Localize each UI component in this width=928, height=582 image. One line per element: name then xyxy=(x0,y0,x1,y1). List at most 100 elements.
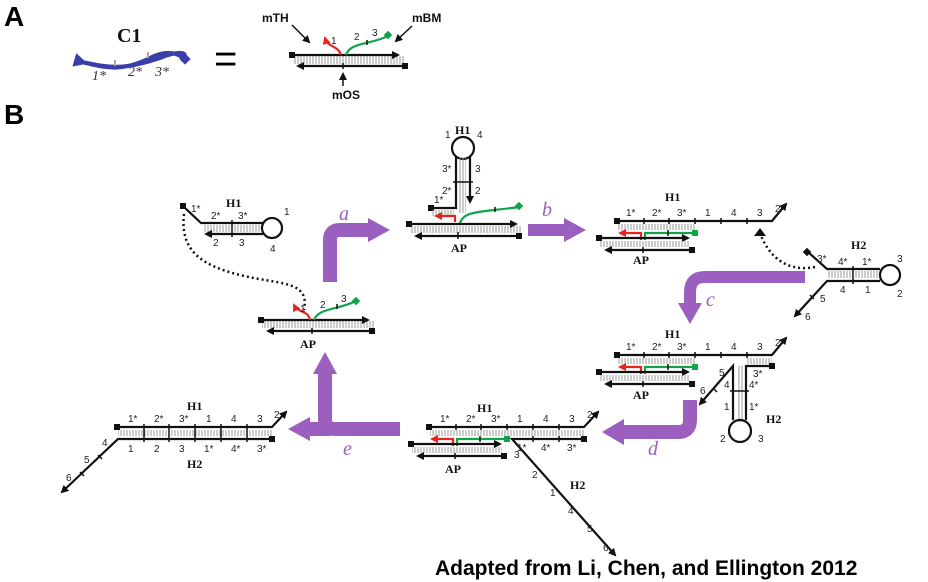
mth-label: mTH xyxy=(262,11,289,25)
seg-label: 1 xyxy=(724,402,730,413)
seg-label: 2* xyxy=(652,208,662,219)
ap-name-full: AP xyxy=(445,462,461,476)
step-a-arrow: a xyxy=(323,203,390,282)
h1-binding-dotted-arrow xyxy=(182,213,307,311)
c1-seg-1: 1* xyxy=(92,69,106,84)
seg-label: 1 xyxy=(284,207,290,218)
seg-label: 6 xyxy=(805,312,811,323)
seg-label: 3 xyxy=(757,208,763,219)
seg-label: 2 xyxy=(475,186,481,197)
step-d-arrow: d xyxy=(602,400,697,460)
h1-name-partial: H1 xyxy=(665,327,680,341)
credit-caption: Adapted from Li, Chen, and Ellington 201… xyxy=(435,557,857,580)
panel-a-label: A xyxy=(4,1,24,32)
mbm-label: mBM xyxy=(412,11,441,25)
seg-label: 1 xyxy=(517,414,523,425)
seg-label: 3* xyxy=(677,208,687,219)
seg-label: 2* xyxy=(442,186,452,197)
seg-label: 1* xyxy=(626,208,636,219)
seg-label: 4 xyxy=(477,130,483,141)
h1-name-full: H1 xyxy=(477,401,492,415)
seg-label: 2 xyxy=(897,289,903,300)
c1-end-block xyxy=(179,53,191,65)
seg-label: 5 xyxy=(820,294,826,305)
h2-name-partial: H2 xyxy=(766,412,781,426)
seg-label: 1 xyxy=(445,130,451,141)
seg-label: 1 xyxy=(550,488,556,499)
seg-label: 5 xyxy=(587,524,593,535)
h2-name-duplex: H2 xyxy=(187,457,202,471)
h2-binding-dotted-arrow xyxy=(758,232,816,270)
step-e-label: e xyxy=(343,438,352,460)
ap-name-top: AP xyxy=(451,241,467,255)
seg-label: 3 xyxy=(757,342,763,353)
seg-label: 4 xyxy=(568,506,574,517)
seg-label: 1* xyxy=(191,204,201,215)
h1-h2-partial: H1 1* 2* 3* 1 4 3 2 AP 3* xyxy=(596,327,788,445)
seg-label: 4 xyxy=(231,414,237,425)
c1-label: C1 xyxy=(117,25,141,47)
seg-label: 3 xyxy=(341,294,347,305)
seg-label: 4 xyxy=(102,438,108,449)
mos-label: mOS xyxy=(332,88,360,102)
h1-hairpin: H1 1* 2* 3* 2 3 1 4 xyxy=(180,196,290,255)
mbm-seg-2: 2 xyxy=(354,32,360,43)
seg-label: 4* xyxy=(749,380,759,391)
seg-label: 1 xyxy=(865,285,871,296)
seg-label: 1 xyxy=(705,342,711,353)
seg-label: 3 xyxy=(475,164,481,175)
seg-label: 3 xyxy=(569,414,575,425)
seg-label: 1* xyxy=(128,414,138,425)
h1-open-ap: H1 1* 2* 3* 1 4 3 2 AP xyxy=(596,190,788,267)
seg-label: 3 xyxy=(758,434,764,445)
seg-label: 1 xyxy=(206,414,212,425)
seg-label: 1 xyxy=(300,304,306,315)
ap-name-open: AP xyxy=(633,253,649,267)
seg-label: 3 xyxy=(514,450,520,461)
seg-label: 1* xyxy=(204,444,214,455)
seg-label: 1* xyxy=(862,257,872,268)
step-e-arrow: e xyxy=(288,352,400,460)
seg-label: 2 xyxy=(720,434,726,445)
seg-label: 3* xyxy=(179,414,189,425)
seg-label: 3* xyxy=(677,342,687,353)
seg-label: 4* xyxy=(231,444,241,455)
h1-name-open: H1 xyxy=(665,190,680,204)
seg-label: 5 xyxy=(719,368,725,379)
seg-label: 2* xyxy=(466,414,476,425)
seg-label: 3 xyxy=(239,238,245,249)
step-a-label: a xyxy=(339,203,349,225)
h1-name-duplex: H1 xyxy=(187,399,202,413)
seg-label: 2 xyxy=(213,238,219,249)
seg-label: 2 xyxy=(274,410,280,421)
seg-label: 3 xyxy=(897,254,903,265)
h2-name: H2 xyxy=(851,238,866,252)
seg-label: 1* xyxy=(434,195,444,206)
h2-hairpin: H2 3* 4* 1* 4 1 5 6 3 2 xyxy=(793,238,903,323)
seg-label: 2* xyxy=(211,211,221,222)
h1-h2-full-ap: H1 1* 2* 3* 1 4 3 2 AP 1* 4* 3* 3 xyxy=(408,401,617,557)
seg-label: 2 xyxy=(775,338,781,349)
seg-label: 2 xyxy=(320,300,326,311)
h1-name: H1 xyxy=(226,196,241,210)
panel-b-label: B xyxy=(4,99,24,130)
seg-label: 1 xyxy=(128,444,134,455)
seg-label: 4 xyxy=(724,380,730,391)
seg-label: 3* xyxy=(491,414,501,425)
seg-label: 4 xyxy=(731,342,737,353)
c1-seg-3: 3* xyxy=(154,65,169,80)
h2-name-full: H2 xyxy=(570,478,585,492)
seg-label: 2 xyxy=(532,470,538,481)
step-b-arrow: b xyxy=(528,199,586,242)
seg-label: 4* xyxy=(541,443,551,454)
c1-strand: C1 1* 2* 3* xyxy=(72,25,191,84)
seg-label: 1* xyxy=(440,414,450,425)
seg-label: 6 xyxy=(603,543,609,554)
seg-label: 1* xyxy=(626,342,636,353)
step-b-label: b xyxy=(542,199,552,221)
seg-label: 4* xyxy=(838,257,848,268)
h1-h2-duplex: H1 1* 2* 3* 1 4 3 2 1 2 3 1* 4* 3* 4 5 6… xyxy=(60,399,288,494)
seg-label: 3* xyxy=(257,444,267,455)
seg-label: 3 xyxy=(257,414,263,425)
